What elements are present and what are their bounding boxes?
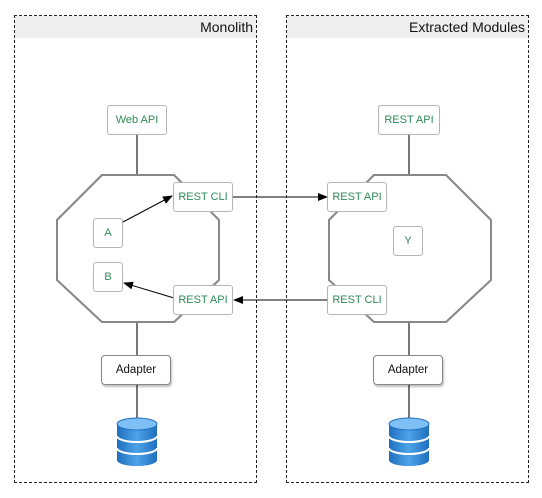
module-a-box[interactable]: A — [93, 218, 123, 248]
module-b-box[interactable]: B — [93, 262, 123, 292]
monolith-header: Monolith — [15, 16, 256, 38]
database-icon-right — [388, 417, 430, 466]
adapter-box-monolith[interactable]: Adapter — [101, 355, 171, 385]
arrow-restapi-to-b — [123, 281, 175, 299]
adapter-box-extracted[interactable]: Adapter — [373, 355, 443, 385]
monolith-title: Monolith — [200, 19, 253, 35]
extracted-modules-container: Extracted Modules — [286, 15, 529, 483]
rest-cli-box-monolith[interactable]: REST CLI — [173, 182, 233, 212]
arrow-a-to-restcli — [122, 195, 173, 223]
rest-api-box-monolith[interactable]: REST API — [173, 285, 233, 315]
rest-api-box-extracted-in[interactable]: REST API — [327, 182, 387, 212]
rest-api-box-extracted-top[interactable]: REST API — [378, 105, 440, 135]
database-icon-left — [116, 417, 158, 466]
monolith-container: Monolith — [14, 15, 257, 483]
rest-cli-box-extracted[interactable]: REST CLI — [327, 285, 387, 315]
extracted-modules-title: Extracted Modules — [409, 19, 525, 35]
extracted-modules-header: Extracted Modules — [287, 16, 528, 38]
web-api-box[interactable]: Web API — [107, 105, 167, 135]
module-y-box[interactable]: Y — [393, 226, 423, 256]
